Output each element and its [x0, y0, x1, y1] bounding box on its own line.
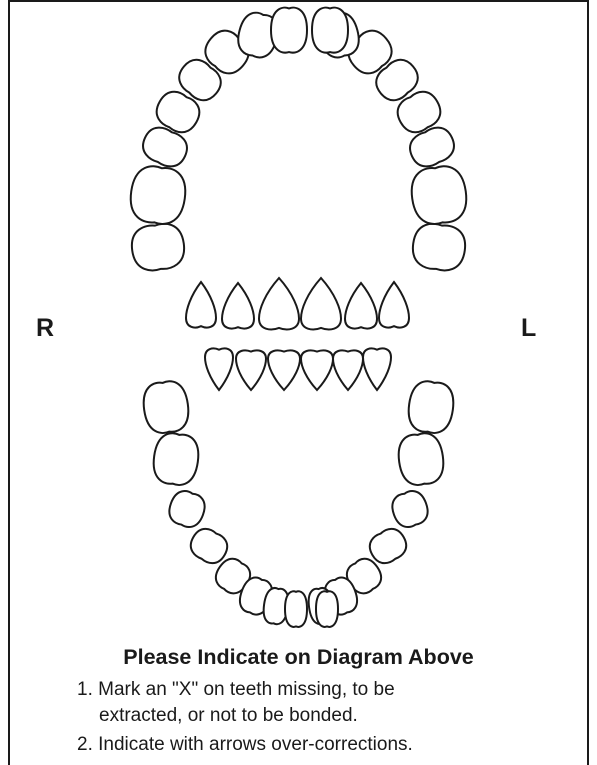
upper-front-tooth-2[interactable]	[222, 283, 254, 329]
instructions-heading: Please Indicate on Diagram Above	[0, 645, 597, 670]
lower-left-tooth-3[interactable]	[388, 487, 431, 530]
lower-front-tooth-4[interactable]	[301, 350, 333, 390]
left-side-label: L	[521, 314, 536, 343]
lower-front-tooth-3[interactable]	[268, 350, 300, 390]
lower-front-tooth-2[interactable]	[236, 350, 266, 390]
upper-right-tooth-2[interactable]	[127, 164, 188, 227]
lower-front-tooth-6[interactable]	[363, 348, 391, 390]
lower-front-tooth-5[interactable]	[333, 350, 363, 390]
lower-right-tooth-2[interactable]	[151, 431, 202, 487]
instruction-item-1: 1. Mark an "X" on teeth missing, to be	[77, 679, 395, 701]
upper-front-tooth-1[interactable]	[186, 282, 216, 328]
instruction-item-1-continued: extracted, or not to be bonded.	[99, 705, 358, 727]
upper-left-tooth-1[interactable]	[410, 221, 468, 273]
upper-right-tooth-1[interactable]	[129, 221, 187, 273]
right-side-label: R	[36, 314, 54, 343]
upper-right-tooth-8[interactable]	[271, 8, 307, 53]
lower-right-tooth-1[interactable]	[141, 379, 192, 435]
lower-right-tooth-3[interactable]	[165, 487, 208, 530]
lower-left-tooth-8[interactable]	[316, 591, 338, 627]
lower-right-tooth-8[interactable]	[285, 591, 307, 627]
upper-front-tooth-6[interactable]	[379, 282, 409, 328]
instruction-item-2: 2. Indicate with arrows over-corrections…	[77, 734, 413, 756]
upper-left-tooth-2[interactable]	[408, 164, 469, 227]
lower-front-tooth-1[interactable]	[205, 348, 233, 390]
upper-front-tooth-4[interactable]	[301, 278, 341, 329]
lower-left-tooth-2[interactable]	[396, 431, 447, 487]
upper-front-tooth-5[interactable]	[345, 283, 377, 329]
lower-left-tooth-1[interactable]	[406, 379, 457, 435]
upper-left-tooth-8[interactable]	[312, 8, 348, 53]
upper-front-tooth-3[interactable]	[259, 278, 299, 329]
